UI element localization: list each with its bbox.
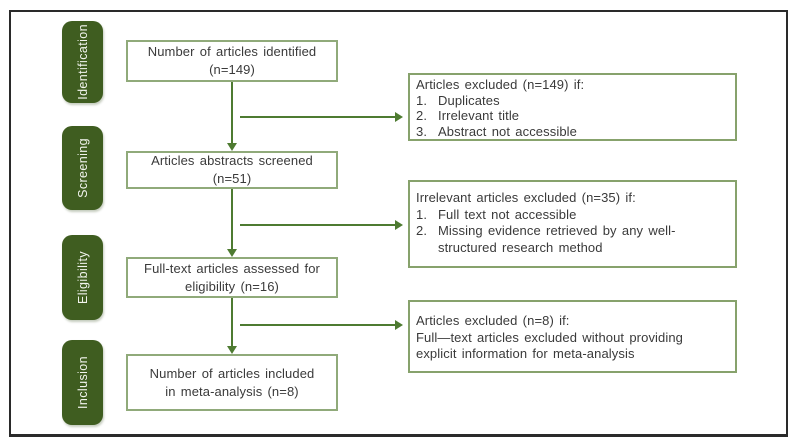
item-number: 1.	[416, 206, 428, 222]
flow-box-screened: Articles abstracts screened (n=51)	[126, 151, 338, 189]
flow-box-identified-line1: Number of articles identified	[147, 44, 317, 59]
down-arrow-3-line	[231, 298, 233, 347]
flow-box-included: Number of articles included in meta-anal…	[126, 354, 338, 411]
down-arrow-1-head-icon	[227, 143, 237, 151]
stage-eligibility: Eligibility	[62, 235, 103, 320]
item-number: 3.	[416, 123, 428, 139]
stage-identification-label: Identification	[75, 24, 90, 100]
exclusion-box-2-item: 1. Full text not accessible	[416, 207, 717, 224]
item-number: 1.	[416, 92, 428, 108]
exclusion-box-2-item: 2. Missing evidence retrieved by any wel…	[416, 223, 717, 256]
stage-screening-label: Screening	[75, 138, 90, 198]
flow-box-assessed: Full-text articles assessed for eligibil…	[126, 257, 338, 298]
flow-box-included-line1: Number of articles included	[149, 365, 315, 381]
exclusion-box-1-item: 1. Duplicates	[416, 93, 717, 109]
exclusion-box-1-item: 3. Abstract not accessible	[416, 124, 717, 140]
exclusion-box-2-title: Irrelevant articles excluded (n=35) if:	[416, 190, 636, 205]
flow-box-identified: Number of articles identified (n=149)	[126, 40, 338, 82]
branch-arrow-3-line	[240, 324, 395, 326]
item-text: Missing evidence retrieved by any well-s…	[438, 223, 676, 255]
item-text: Duplicates	[438, 92, 500, 108]
stage-inclusion-label: Inclusion	[75, 356, 90, 409]
stage-eligibility-label: Eligibility	[75, 250, 90, 305]
item-number: 2.	[416, 108, 428, 123]
flow-box-assessed-line1: Full-text articles assessed for	[144, 260, 320, 276]
branch-arrow-1-line	[240, 116, 395, 118]
exclusion-box-1: Articles excluded (n=149) if: 1. Duplica…	[408, 73, 737, 141]
flow-box-identified-count: (n=149)	[209, 62, 255, 77]
flow-box-screened-count: (n=51)	[212, 171, 252, 186]
down-arrow-2-head-icon	[227, 249, 237, 257]
item-text: Irrelevant title	[438, 108, 520, 123]
flow-box-assessed-count: eligibility (n=16)	[185, 278, 279, 294]
branch-arrow-1-head-icon	[395, 112, 403, 122]
exclusion-box-3-body: Full—text articles excluded without prov…	[416, 329, 684, 362]
stage-screening: Screening	[62, 126, 103, 210]
stage-inclusion: Inclusion	[62, 340, 103, 425]
exclusion-box-3: Articles excluded (n=8) if: Full—text ar…	[408, 300, 737, 373]
exclusion-box-1-title: Articles excluded (n=149) if:	[416, 77, 585, 92]
flow-box-included-count: in meta-analysis (n=8)	[165, 383, 299, 399]
down-arrow-2-line	[231, 189, 233, 250]
exclusion-box-3-title: Articles excluded (n=8) if:	[416, 313, 570, 328]
branch-arrow-3-head-icon	[395, 320, 403, 330]
down-arrow-3-head-icon	[227, 346, 237, 354]
branch-arrow-2-head-icon	[395, 220, 403, 230]
exclusion-box-1-item: 2. Irrelevant title	[416, 108, 717, 124]
stage-identification: Identification	[62, 21, 103, 103]
item-text: Abstract not accessible	[438, 123, 577, 139]
down-arrow-1-line	[231, 82, 233, 144]
exclusion-box-2: Irrelevant articles excluded (n=35) if: …	[408, 180, 737, 268]
item-text: Full text not accessible	[438, 206, 577, 222]
item-number: 2.	[416, 223, 428, 238]
flow-box-screened-line1: Articles abstracts screened	[151, 153, 313, 168]
branch-arrow-2-line	[240, 224, 395, 226]
